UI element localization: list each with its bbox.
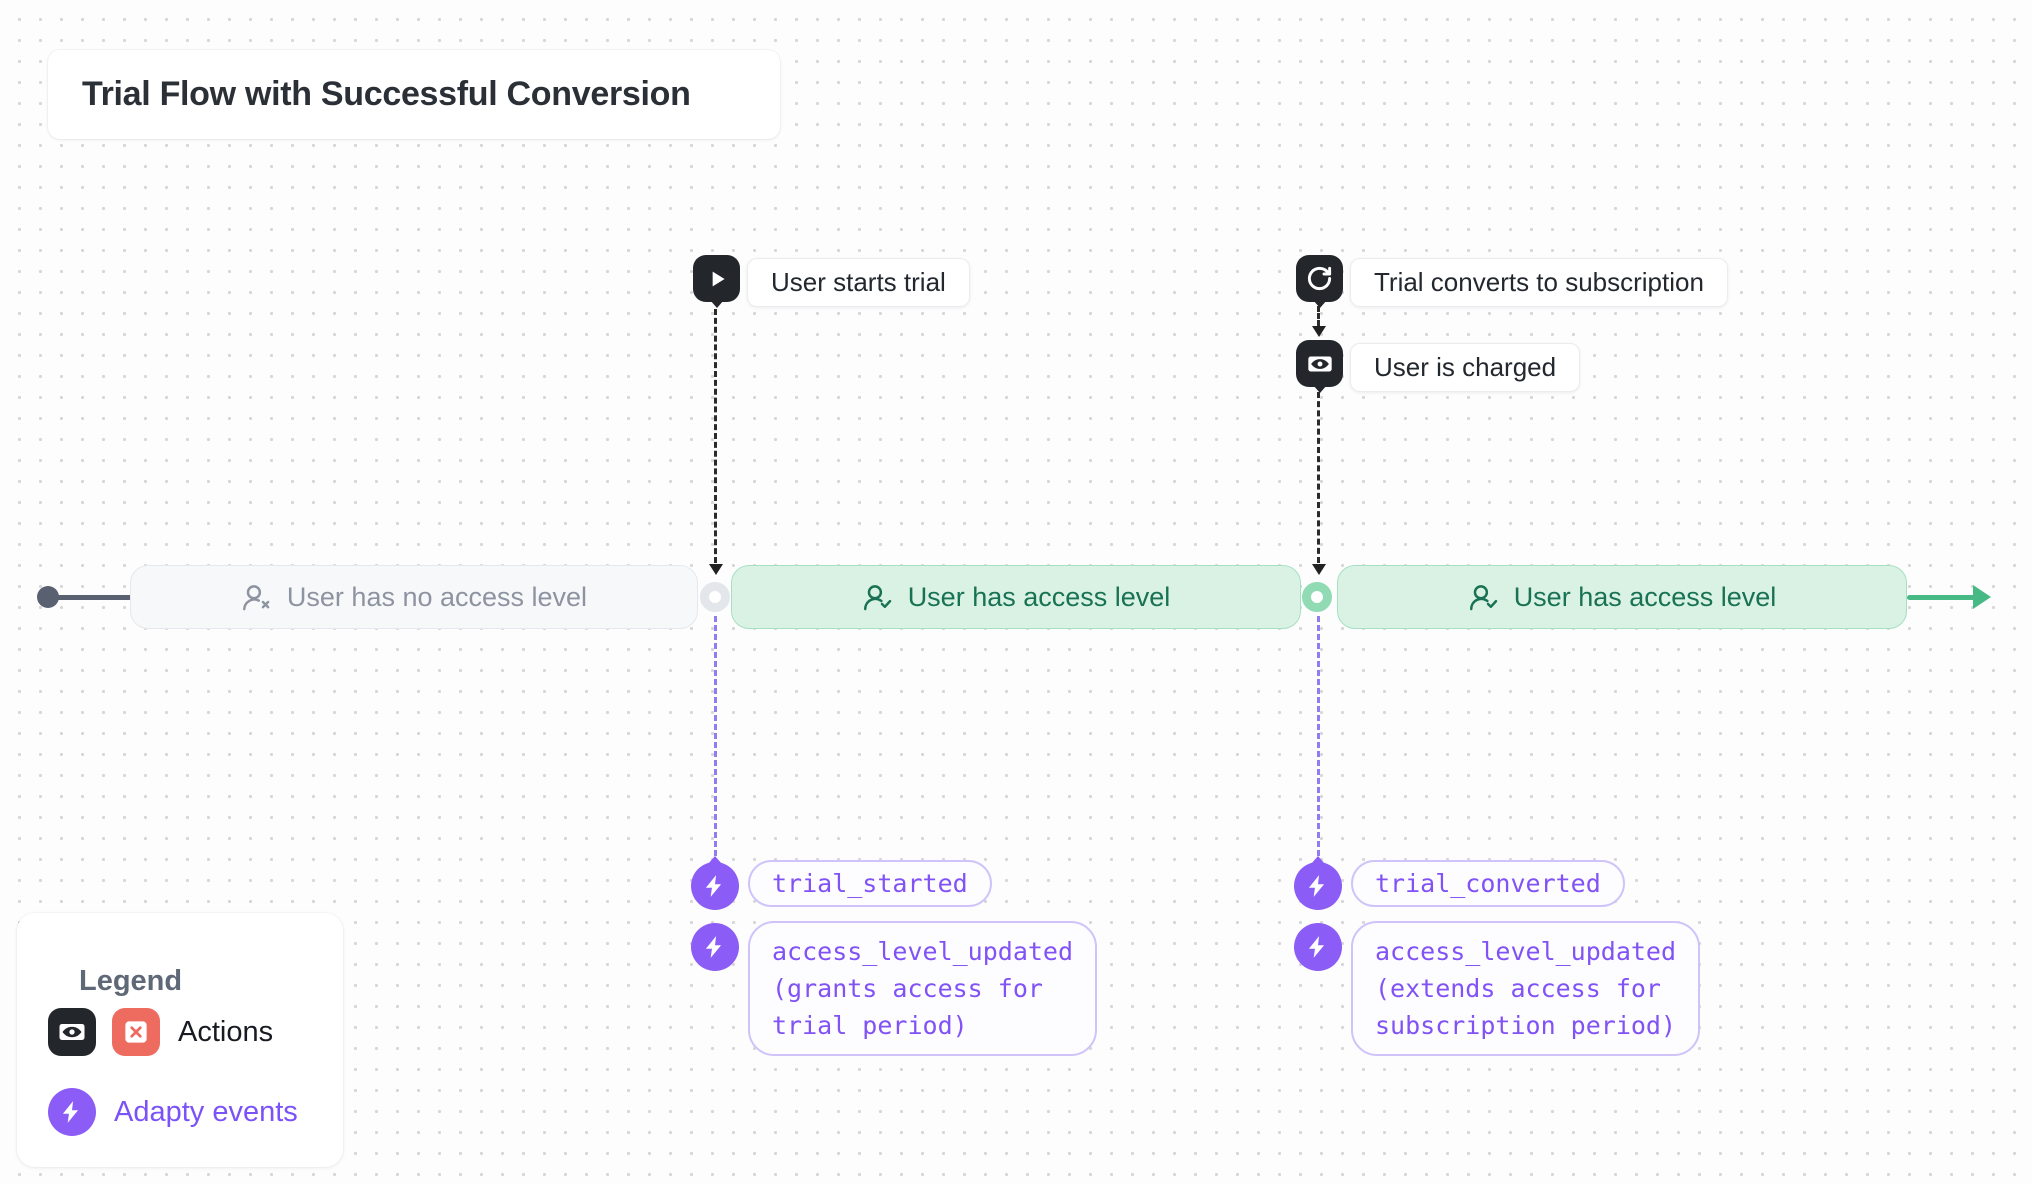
- adapty-event-marker: [691, 923, 739, 971]
- event-access-level-updated-trial: access_level_updated (grants access for …: [748, 921, 1098, 1056]
- segment-label: User has no access level: [286, 581, 588, 612]
- user-round-check-icon: [1468, 582, 1499, 613]
- square-x-action-icon: [112, 1008, 160, 1056]
- segment-access-level-subscription: User has access level: [1337, 565, 1907, 629]
- lightning-bolt-icon: [1305, 873, 1331, 899]
- legend-title: Legend: [79, 965, 183, 997]
- banknote-action-icon: [48, 1008, 96, 1056]
- user-starts-trial-marker: [693, 255, 740, 302]
- trial-converts-label: Trial converts to subscription: [1350, 258, 1728, 307]
- event-access-level-updated-subscription: access_level_updated (extends access for…: [1351, 921, 1701, 1056]
- user-round-check-icon: [862, 582, 893, 613]
- play-icon: [704, 266, 730, 292]
- dashed-line-trial-start: [714, 309, 717, 563]
- timeline-connector-trial-start: [700, 582, 730, 612]
- segment-access-level-trial: User has access level: [731, 565, 1301, 629]
- user-round-x-icon: [241, 582, 272, 613]
- segment-label: User has access level: [1513, 581, 1777, 612]
- adapty-event-marker: [1294, 923, 1342, 971]
- arrowhead-down-icon: [1312, 564, 1326, 575]
- dashed-line-converted-events: [1317, 616, 1320, 856]
- user-charged-label: User is charged: [1350, 343, 1581, 392]
- user-charged-marker: [1296, 340, 1343, 387]
- segment-no-access-level: User has no access level: [130, 565, 698, 629]
- lightning-bolt-icon: [702, 934, 728, 960]
- timeline-connector-conversion: [1302, 582, 1332, 612]
- legend-actions-label: Actions: [178, 1016, 274, 1048]
- arrowhead-down-icon: [709, 564, 723, 575]
- event-trial-converted: trial_converted: [1351, 860, 1625, 907]
- rotate-cw-icon: [1306, 265, 1333, 292]
- banknote-icon: [1306, 350, 1334, 378]
- legend-adapty-events-label: Adapty events: [114, 1096, 298, 1128]
- dashed-line-charged: [1317, 392, 1320, 563]
- lightning-bolt-icon: [702, 873, 728, 899]
- dashed-line-converts: [1317, 306, 1320, 326]
- dashed-line-trial-events: [714, 616, 717, 856]
- adapty-event-marker: [1294, 862, 1342, 910]
- diagram-title-card: Trial Flow with Successful Conversion: [48, 50, 780, 139]
- lightning-bolt-icon: [1305, 934, 1331, 960]
- trial-converts-marker: [1296, 255, 1343, 302]
- adapty-events-legend-icon: [48, 1088, 96, 1136]
- timeline-start-line: [48, 595, 132, 600]
- adapty-event-marker: [691, 862, 739, 910]
- segment-label: User has access level: [907, 581, 1171, 612]
- arrowhead-down-icon: [1312, 326, 1326, 337]
- diagram-title: Trial Flow with Successful Conversion: [82, 75, 691, 113]
- user-starts-trial-label: User starts trial: [747, 258, 970, 307]
- timeline-end-arrow-icon: [1973, 585, 1991, 609]
- event-trial-started: trial_started: [748, 860, 992, 907]
- timeline-end-line: [1907, 595, 1975, 600]
